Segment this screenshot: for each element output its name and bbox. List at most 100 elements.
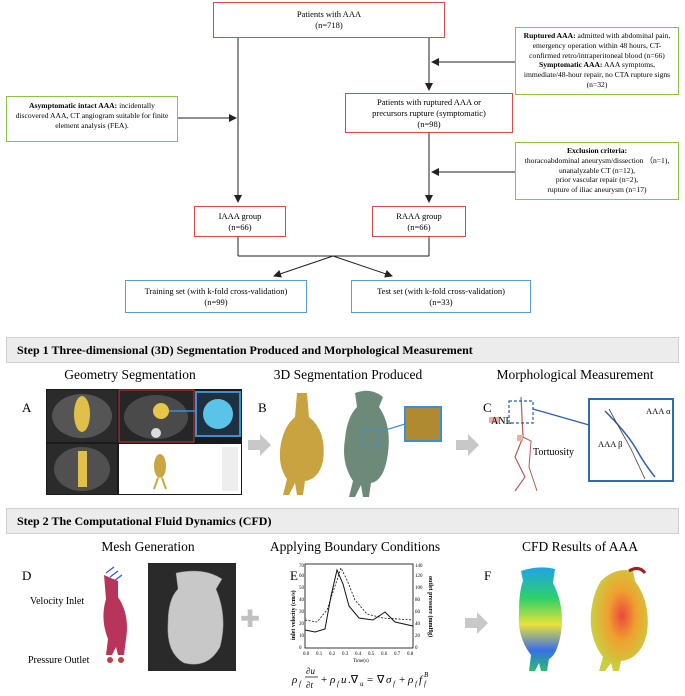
x-axis-label: Time(s): [353, 659, 369, 664]
training-count: (n=99): [204, 297, 228, 307]
panel-letter-e: E: [290, 568, 298, 583]
svg-text:u: u: [341, 674, 347, 686]
y2-tick: 100: [415, 586, 423, 591]
iaaa-count: (n=66): [228, 222, 252, 232]
plus-icon: ✚: [240, 606, 261, 633]
tortuosity-label: Tortuosity: [533, 447, 574, 458]
x-tick: 0.3: [342, 652, 349, 657]
asymptomatic-definition-note: Asymptomatic intact AAA: incidentally di…: [6, 96, 178, 142]
svg-text:=: =: [367, 674, 373, 686]
aaa-beta-label: AAA β: [598, 439, 623, 449]
flowchart-connectors: [178, 38, 515, 278]
exclusion-item: unanalyzable CT (n=12),: [558, 165, 636, 175]
ruptured-box-line2: precursors rupture (symptomatic): [372, 108, 486, 118]
svg-text:f: f: [337, 680, 340, 688]
y2-tick: 20: [415, 634, 421, 639]
test-label: Test set (with k-fold cross-validation): [377, 286, 505, 296]
morphological-measurement-diagram: [489, 396, 674, 492]
svg-text:+: +: [321, 674, 327, 686]
velocity-inlet-label: Velocity Inlet: [30, 596, 85, 607]
svg-text:ρ: ρ: [407, 674, 413, 686]
panel-letter-f: F: [484, 568, 492, 583]
patients-label: Patients with AAA: [296, 9, 362, 19]
anl-label: ANL: [491, 416, 512, 427]
boundary-conditions-title: Applying Boundary Conditions: [269, 539, 441, 554]
raaa-label: RAAA group: [396, 211, 442, 221]
exclusion-criteria-note: Exclusion criteria: thoracoabdominal ane…: [515, 142, 679, 200]
patients-count: (n=718): [315, 20, 343, 30]
svg-text:u: u: [360, 680, 364, 688]
y-axis-label: inlet velocity (cm/s): [290, 590, 297, 640]
x-tick: 0.8: [407, 652, 414, 657]
segmentation-produced-title: 3D Segmentation Produced: [273, 367, 423, 382]
iaaa-group-box: IAAA group (n=66): [194, 206, 286, 237]
aaa-alpha-label: AAA α: [646, 406, 671, 416]
panel-letter-c: C: [483, 400, 492, 415]
svg-text:f: f: [415, 680, 418, 688]
y2-tick: 40: [415, 622, 421, 627]
boundary-condition-waveforms: 0 10 20 30 40 50 60 70 0 20 40 60 80 100…: [290, 563, 434, 664]
x-tick: 0.4: [355, 652, 362, 657]
svg-text:ρ: ρ: [329, 674, 335, 686]
iaaa-label: IAAA group: [218, 211, 262, 221]
training-label: Training set (with k-fold cross-validati…: [144, 286, 288, 296]
step-arrow-icon: [248, 434, 271, 456]
y-tick: 60: [299, 574, 305, 579]
svg-text:σ: σ: [386, 674, 392, 686]
y-tick: 10: [299, 634, 305, 639]
step-arrow-icon: [465, 612, 488, 634]
svg-text:B: B: [424, 671, 429, 679]
morphological-measurement-title: Morphological Measurement: [496, 367, 654, 382]
exclusion-item: prior vascular repair (n=2),: [555, 175, 639, 185]
svg-text:+: +: [399, 674, 405, 686]
y2-tick: 80: [415, 598, 421, 603]
y-tick: 40: [299, 598, 305, 603]
ruptured-aaa-definition: admitted with abdominal pain, emergency …: [529, 31, 671, 60]
svg-text:f: f: [299, 680, 302, 688]
y-tick: 70: [299, 564, 305, 569]
x-tick: 0.6: [381, 652, 388, 657]
y2-tick: 0: [415, 646, 418, 651]
x-tick: 0.1: [316, 652, 323, 657]
x-tick: 0.5: [368, 652, 375, 657]
svg-text:∂u: ∂u: [306, 666, 315, 676]
mesh-generation-title: Mesh Generation: [101, 539, 195, 554]
symptomatic-aaa-definition: AAA symptoms, immediate/48-hour repair, …: [523, 60, 671, 89]
x-tick: 0.7: [394, 652, 401, 657]
step-arrow-icon: [456, 434, 479, 456]
test-count: (n=33): [429, 297, 453, 307]
y2-tick: 120: [415, 574, 423, 579]
test-set-box: Test set (with k-fold cross-validation) …: [351, 280, 531, 313]
svg-text:.∇: .∇: [348, 674, 359, 686]
ruptured-definition-note: Ruptured AAA: admitted with abdominal pa…: [515, 27, 679, 95]
step1-title: Step 1 Three-dimensional (3D) Segmentati…: [17, 343, 473, 357]
pressure-outlet-label: Pressure Outlet: [28, 655, 90, 666]
geometry-segmentation-title: Geometry Segmentation: [64, 367, 196, 382]
asymptomatic-term: Asymptomatic intact AAA:: [29, 101, 118, 110]
svg-text:f: f: [419, 674, 424, 686]
svg-text:ρ: ρ: [291, 674, 297, 686]
cfd-results-title: CFD Results of AAA: [522, 539, 638, 554]
y2-axis-label: outlet pressure (mmHg): [427, 576, 434, 637]
x-tick: 0.0: [303, 652, 310, 657]
step2-banner: Step 2 The Computational Fluid Dynamics …: [6, 508, 679, 534]
mesh-models: [103, 563, 236, 671]
3d-aorta-models: [279, 390, 442, 497]
y-tick: 20: [299, 622, 305, 627]
y-tick: 50: [299, 586, 305, 591]
exclusion-title: Exclusion criteria:: [566, 146, 628, 155]
training-set-box: Training set (with k-fold cross-validati…: [125, 280, 307, 313]
ct-segmentation-images: [46, 389, 242, 495]
svg-text:∂t: ∂t: [306, 680, 313, 690]
ruptured-aaa-term: Ruptured AAA:: [523, 31, 576, 40]
panel-letter-a: A: [22, 400, 32, 415]
ruptured-box-count: (n=98): [417, 119, 441, 129]
step2-title: Step 2 The Computational Fluid Dynamics …: [17, 514, 272, 528]
y-tick: 30: [299, 610, 305, 615]
cfd-results-models: [518, 566, 648, 671]
exclusion-item: thoracoabdominal aneurysm/dissection （n=…: [524, 155, 670, 165]
y-tick: 0: [299, 646, 302, 651]
panel-letter-b: B: [258, 400, 267, 415]
ruptured-aaa-box: Patients with ruptured AAA or precursors…: [345, 93, 513, 133]
